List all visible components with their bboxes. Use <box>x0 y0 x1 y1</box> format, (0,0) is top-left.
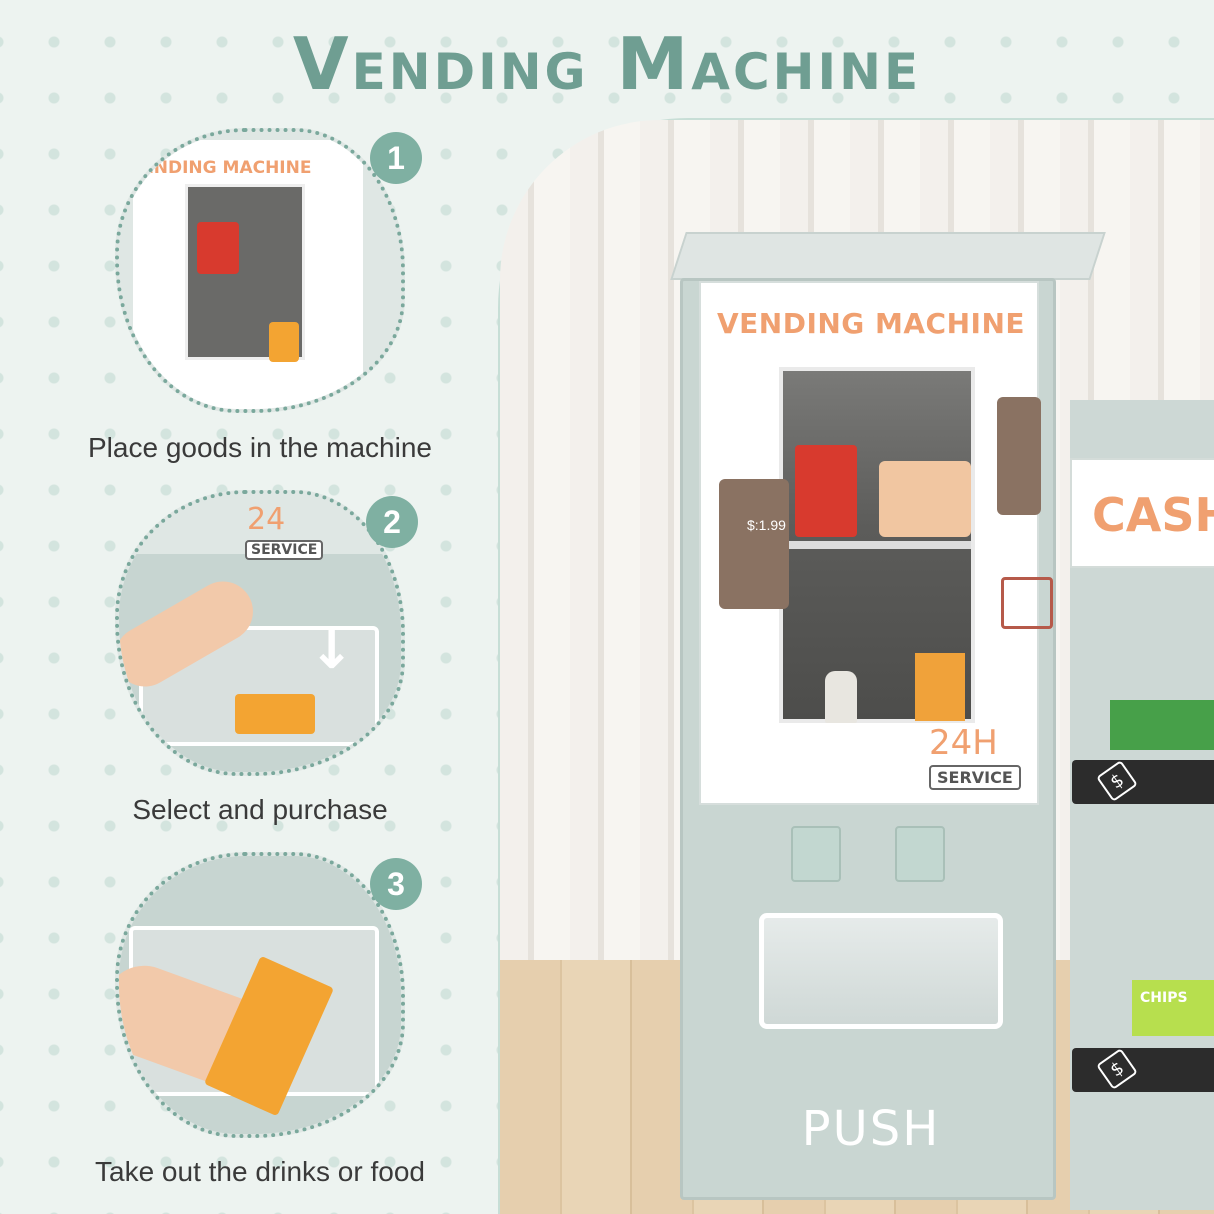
step-1: VENDING MACHINE 1 Place goods in the mac… <box>70 128 450 478</box>
machine-window <box>779 367 975 723</box>
cash-sign-text: CASH <box>1092 488 1214 542</box>
service-badge: 24H SERVICE <box>929 723 1039 793</box>
step-3-image <box>115 852 405 1138</box>
step-2-caption: Select and purchase <box>132 794 388 825</box>
price-board-lower: $ <box>1072 1048 1214 1092</box>
page-title: Vending Machine <box>292 22 922 106</box>
juice-carton <box>269 322 299 362</box>
chips-bag <box>197 222 239 274</box>
service-label: SERVICE <box>929 765 1021 790</box>
mini-service-hours: 24 <box>247 502 286 537</box>
mini-service-tag: SERVICE <box>245 540 324 560</box>
chips-label: CHIPS <box>1140 990 1188 1006</box>
wafer-box <box>879 461 971 537</box>
machine-front-panel: VENDING MACHINE $:1.99 24H SERVICE <box>699 281 1053 805</box>
card-payment-keypad <box>997 397 1041 515</box>
price-tag-icon: $ <box>1096 760 1138 802</box>
price-card: $:1.99 <box>719 479 789 609</box>
step-2-badge: 2 <box>366 496 418 548</box>
machine-top <box>670 232 1106 280</box>
step-1-caption: Place goods in the machine <box>88 432 432 463</box>
select-button-left[interactable] <box>791 826 841 882</box>
price-text: $:1.99 <box>747 517 786 533</box>
chips-bag <box>795 445 857 537</box>
step-2: 24 SERVICE ↓ 2 Select and purchase <box>70 490 450 840</box>
step-3: 3 Take out the drinks or food <box>70 852 450 1202</box>
select-button-right[interactable] <box>895 826 945 882</box>
qr-code-icon <box>1001 577 1053 629</box>
price-tag-icon: $ <box>1096 1048 1138 1090</box>
product-photo: CASH $ CHIPS $ VENDING MACHINE $:1.99 <box>500 120 1214 1214</box>
price-board-upper: $ <box>1072 760 1214 804</box>
window-shelf <box>783 541 971 549</box>
dispense-flap[interactable] <box>759 913 1003 1029</box>
cash-sign: CASH <box>1070 458 1214 568</box>
milk-bottle <box>825 671 857 723</box>
push-label: PUSH <box>801 1101 941 1157</box>
juice-carton <box>235 694 315 734</box>
service-hours: 24H <box>929 723 998 763</box>
juice-carton <box>915 653 965 721</box>
machine-label: VENDING MACHINE <box>716 307 1026 340</box>
step-1-badge: 1 <box>370 132 422 184</box>
step-1-image: VENDING MACHINE <box>115 128 405 413</box>
chips-box: CHIPS <box>1132 980 1214 1036</box>
vending-machine: VENDING MACHINE $:1.99 24H SERVICE PUSH <box>680 278 1056 1200</box>
step-2-image: 24 SERVICE ↓ <box>115 490 405 776</box>
step-3-caption: Take out the drinks or food <box>95 1156 425 1187</box>
vegetable-crate <box>1110 700 1214 750</box>
step-3-badge: 3 <box>370 858 422 910</box>
mini-machine-label: VENDING MACHINE <box>129 158 312 178</box>
arrow-down-icon: ↓ <box>309 618 355 681</box>
